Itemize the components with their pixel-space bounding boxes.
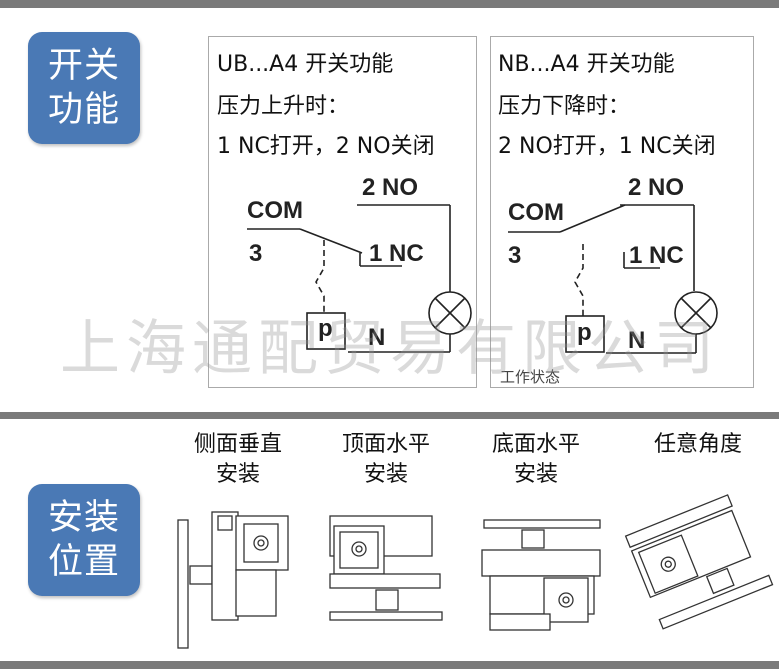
install-label-line: 侧面垂直 xyxy=(193,432,282,457)
switch-function-badge: 开关 功能 xyxy=(28,32,140,144)
install-label-line: 底面水平 xyxy=(491,432,580,457)
middle-divider xyxy=(0,412,779,419)
badge-line-1: 安装 xyxy=(47,498,120,538)
ub-pressure-p: p xyxy=(318,315,333,342)
bottom-divider xyxy=(0,661,779,669)
install-label-line: 安装 xyxy=(513,462,558,487)
install-label-any-angle: 任意角度 xyxy=(628,430,768,460)
badge-line-2: 位置 xyxy=(47,542,120,582)
side-vertical-device-icon xyxy=(177,511,289,649)
install-label-bottom-horizontal: 底面水平 安装 xyxy=(466,430,606,490)
nb-action: 2 NO打开，1 NC关闭 xyxy=(498,134,716,159)
nb-condition: 压力下降时： xyxy=(498,94,631,119)
ub-title: UB...A4 开关功能 xyxy=(217,52,394,77)
install-label-line: 顶面水平 xyxy=(341,432,430,457)
ub-nc-label: 1 NC xyxy=(369,240,424,267)
ub-action: 1 NC打开，2 NO关闭 xyxy=(217,134,435,159)
ub-switch-panel xyxy=(208,36,477,388)
badge-line-2: 功能 xyxy=(47,90,120,130)
ub-no-label: 2 NO xyxy=(362,174,419,201)
top-divider xyxy=(0,0,779,8)
bottom-horizontal-device-icon xyxy=(481,519,601,631)
ub-condition: 压力上升时： xyxy=(217,94,350,119)
nb-nc-label: 1 NC xyxy=(629,242,684,269)
install-position-badge: 安装 位置 xyxy=(28,484,140,596)
install-label-line: 安装 xyxy=(363,462,408,487)
install-label-line: 任意角度 xyxy=(653,432,742,457)
nb-no-label: 2 NO xyxy=(628,174,685,201)
nb-title: NB...A4 开关功能 xyxy=(498,52,675,77)
top-horizontal-device-icon xyxy=(329,515,443,621)
nb-terminal-3: 3 xyxy=(508,242,522,269)
install-label-line: 安装 xyxy=(215,462,260,487)
any-angle-device-icon xyxy=(624,494,774,630)
install-label-side-vertical: 侧面垂直 安装 xyxy=(168,430,308,490)
nb-pressure-p: p xyxy=(577,319,592,346)
install-label-top-horizontal: 顶面水平 安装 xyxy=(316,430,456,490)
nb-status-text: 工作状态 xyxy=(500,368,561,386)
nb-com-label: COM xyxy=(508,199,564,226)
nb-n-label: N xyxy=(628,327,646,354)
badge-line-1: 开关 xyxy=(47,46,120,86)
ub-com-label: COM xyxy=(247,197,303,224)
ub-terminal-3: 3 xyxy=(249,240,263,267)
ub-n-label: N xyxy=(368,324,386,351)
